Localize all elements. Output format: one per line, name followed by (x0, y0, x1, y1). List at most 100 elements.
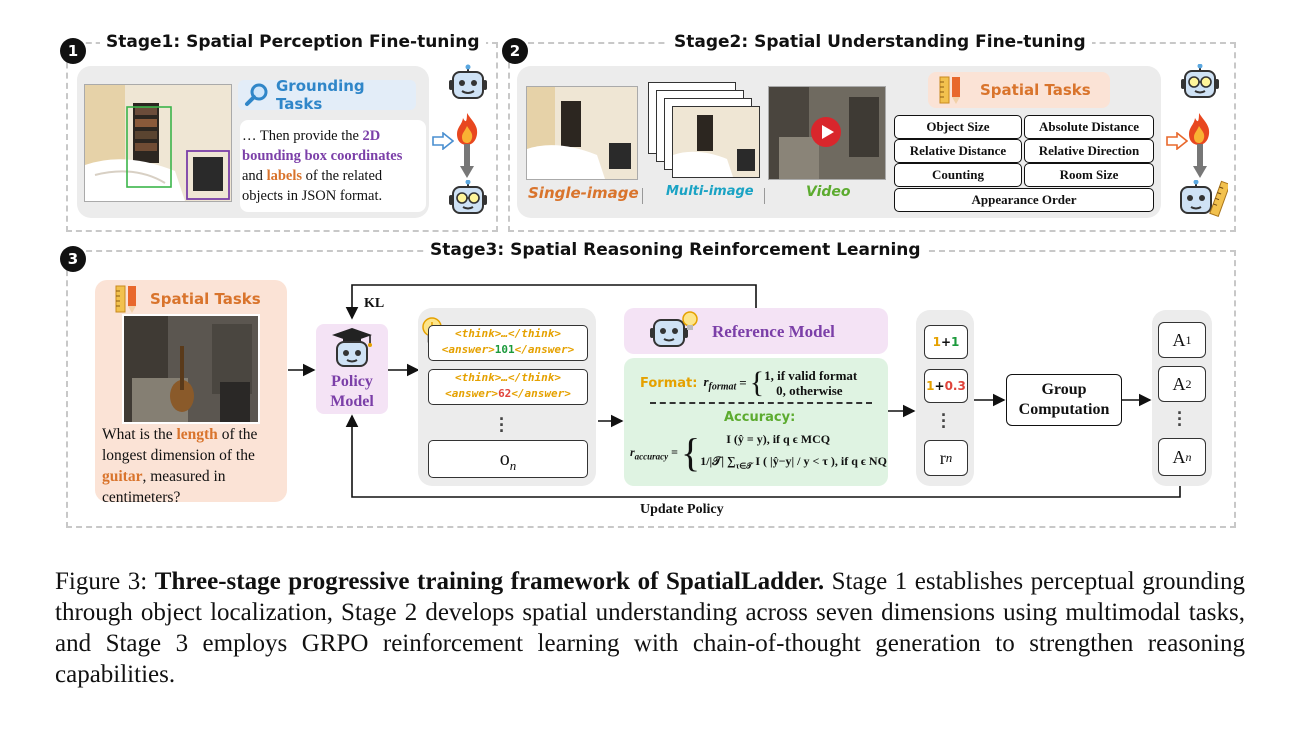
reference-model-label: Reference Model (712, 322, 835, 341)
task-counting: Counting (894, 163, 1022, 187)
stage1-badge: 1 (60, 38, 86, 64)
task-relative-direction: Relative Direction (1024, 139, 1154, 163)
advantage-n-base: A (1172, 446, 1186, 467)
accuracy-case-2: 1/|𝒯| ∑τ∈𝒯 I ( |ŷ−y| / y < τ ), if q ϵ N… (700, 450, 887, 477)
output-1-answer: <answer>101</answer> (429, 342, 587, 358)
output-2-answer-open: <answer> (445, 387, 499, 400)
advantage-1-sub: 1 (1185, 332, 1192, 347)
magnifier-icon (244, 82, 270, 108)
format-brace: { (749, 366, 765, 399)
policy-model-label: Policy Model (330, 373, 374, 410)
stage3-question: What is the length of the longest dimens… (102, 424, 284, 508)
single-image-thumb (526, 86, 638, 180)
play-icon[interactable] (810, 116, 842, 153)
stage2-spatial-tasks-title: Spatial Tasks (980, 81, 1091, 99)
stage2-badge: 2 (502, 38, 528, 64)
figure-caption: Figure 3: Three-stage progressive traini… (55, 566, 1245, 690)
rewards-ellipsis: ··· (941, 405, 947, 437)
prompt-text-1: … Then provide the (242, 128, 363, 144)
format-label: Format: (640, 375, 698, 391)
reward-n-sub: n (945, 450, 953, 465)
stage3-badge: 3 (60, 246, 86, 272)
prompt-highlight-bbox: 2D bounding box coordinates (242, 128, 403, 164)
format-r-sub: format (708, 381, 737, 393)
accuracy-case-2-sub: τ∈𝒯 (735, 461, 753, 471)
stage3-spatial-tasks-title: Spatial Tasks (150, 290, 261, 308)
accuracy-r: r (630, 444, 635, 459)
accuracy-brace: { (681, 429, 701, 475)
format-equals: = (739, 375, 747, 390)
arrow-right-orange-icon (1166, 131, 1189, 155)
output-2-think: <think>…</think> (455, 371, 561, 384)
caption-prefix: Figure 3: (55, 568, 155, 595)
stage1-bedroom-image (84, 84, 232, 202)
modality-separator-2 (764, 188, 765, 204)
arrow-down-icon (1193, 144, 1207, 185)
question-highlight-length: length (176, 426, 218, 443)
arrow-right-icon (432, 131, 455, 155)
multi-image-label: Multi-image (666, 184, 754, 199)
reward-function-box (624, 358, 888, 486)
robot-icon (448, 64, 488, 107)
format-r: r (703, 373, 709, 389)
grounding-tasks-title: Grounding Tasks (276, 77, 365, 113)
ruler-pencil-icon (112, 284, 142, 314)
ruler-pencil-icon (936, 75, 966, 105)
robot-glasses-icon (448, 179, 488, 221)
accuracy-r-sub: accuracy (634, 450, 669, 461)
task-room-size: Room Size (1024, 163, 1154, 187)
stage3-spatial-tasks-header: Spatial Tasks (112, 284, 261, 314)
reward-1: 1+1 (924, 325, 968, 359)
output-n: on (428, 440, 588, 478)
modality-separator-1 (642, 188, 643, 204)
caption-rest: Stage 1 establishes perceptual grounding… (55, 568, 1245, 688)
update-policy-label: Update Policy (640, 502, 724, 517)
robot-ruler-icon (1178, 179, 1231, 225)
advantages-ellipsis: ··· (1177, 403, 1183, 435)
accuracy-reward: raccuracy = { I (ŷ = y), if q ϵ MCQ 1/|𝒯… (630, 428, 887, 477)
output-2-answer-close: </answer> (511, 387, 571, 400)
flame-icon (454, 112, 480, 151)
output-n-base: o (499, 448, 510, 470)
output-2: <think>…</think> <answer>62</answer> (428, 369, 588, 405)
advantage-2-base: A (1172, 373, 1186, 394)
stage2-spatial-tasks-header: Spatial Tasks (928, 72, 1110, 108)
accuracy-case-1: I (ŷ = y), if q ϵ MCQ (726, 432, 831, 446)
grounding-prompt: … Then provide the 2D bounding box coord… (240, 120, 426, 212)
reward-divider (650, 402, 872, 404)
prompt-highlight-labels: labels (266, 168, 303, 184)
accuracy-cases: I (ŷ = y), if q ϵ MCQ 1/|𝒯| ∑τ∈𝒯 I ( |ŷ−… (700, 428, 887, 477)
task-absolute-distance: Absolute Distance (1024, 115, 1154, 139)
group-computation-label: Group Computation (1018, 381, 1110, 418)
robot-graduate-icon (328, 326, 376, 375)
question-text-2: of the longest dimension of the (102, 426, 258, 464)
robot-glasses-icon (1180, 63, 1220, 105)
kl-label: KL (364, 296, 385, 311)
format-case-1: 1, if valid format (764, 368, 858, 383)
flame-icon (1186, 112, 1212, 151)
task-relative-distance: Relative Distance (894, 139, 1022, 163)
advantage-n-sub: n (1185, 449, 1192, 464)
question-text-3: , measured in centimeters? (102, 468, 226, 506)
format-reward: Format: rformat = { 1, if valid format 0… (640, 366, 857, 399)
grounding-tasks-header: Grounding Tasks (238, 77, 416, 113)
reward-2-plus: + (934, 379, 945, 393)
reward-1-format: 1 (932, 335, 941, 349)
accuracy-equals: = (671, 445, 679, 460)
accuracy-case-2-prefix: 1/|𝒯| ∑ (700, 454, 736, 468)
reward-n-base: r (939, 447, 946, 468)
output-2-answer-value: 62 (498, 387, 512, 400)
format-cases: 1, if valid format 0, otherwise (764, 368, 857, 398)
prompt-text-3: of the related objects in JSON format. (242, 168, 383, 204)
task-appearance-order: Appearance Order (894, 188, 1154, 212)
reward-2: 1+0.3 (924, 369, 968, 403)
output-1-answer-close: </answer> (514, 343, 575, 356)
advantage-1-base: A (1172, 329, 1186, 350)
output-1: <think>…</think> <answer>101</answer> (428, 325, 588, 361)
reward-2-accuracy: 0.3 (944, 379, 966, 393)
stage3-title: Stage3: Spatial Reasoning Reinforcement … (424, 240, 927, 260)
